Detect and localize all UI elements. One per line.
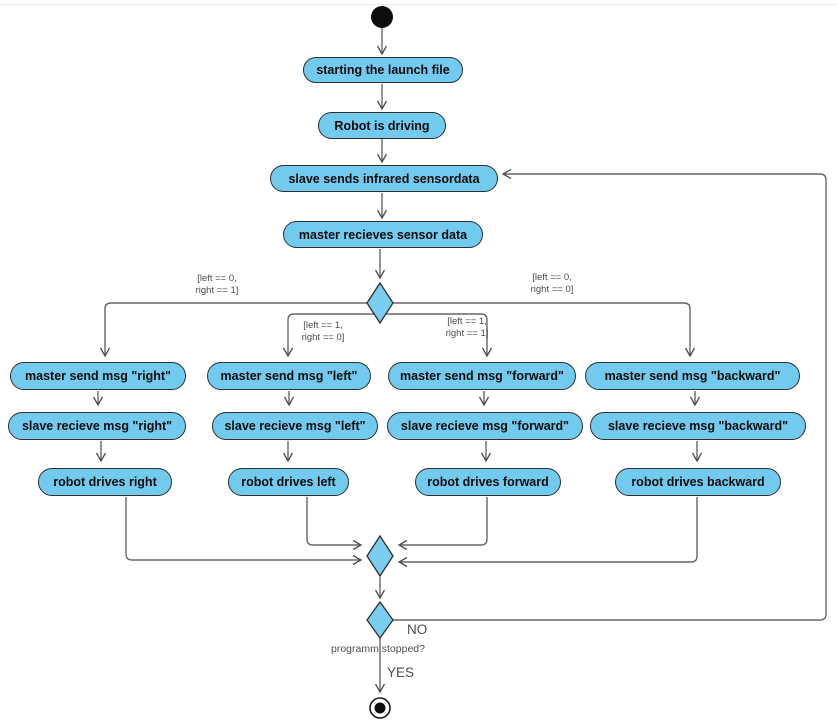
- activity-slave-sends-sensordata: slave sends infrared sensordata: [270, 165, 498, 192]
- activity-label: robot drives right: [53, 475, 157, 489]
- activity-slave-recieve-forward: slave recieve msg "forward": [387, 412, 583, 440]
- activity-robot-drives-backward: robot drives backward: [615, 468, 781, 496]
- activity-master-send-backward: master send msg "backward": [585, 362, 800, 390]
- activity-label: starting the launch file: [316, 63, 450, 77]
- activity-slave-recieve-right: slave recieve msg "right": [8, 412, 186, 440]
- activity-master-send-forward: master send msg "forward": [388, 362, 576, 390]
- guard-label-forward: [left == 1, right == 1]: [445, 316, 489, 340]
- final-node-core: [374, 702, 386, 714]
- edge-branch-left: [282, 313, 375, 358]
- guard-label-right: [left == 0, right == 1]: [195, 273, 239, 297]
- activity-starting-launch-file: starting the launch file: [303, 57, 463, 83]
- edge-branch-forward: [385, 313, 493, 358]
- guard-label-backward: [left == 0, right == 0]: [530, 272, 574, 296]
- activity-label: robot drives left: [241, 475, 336, 489]
- activity-label: master recieves sensor data: [298, 227, 468, 242]
- activity-master-receives-sensor-data: master recieves sensor data: [283, 221, 483, 248]
- activity-label: master send msg "left": [220, 369, 358, 383]
- activity-label: slave recieve msg "backward": [607, 419, 789, 433]
- activity-label: master send msg "backward": [604, 369, 781, 383]
- activity-label: Robot is driving: [334, 118, 430, 133]
- activity-slave-recieve-left: slave recieve msg "left": [212, 412, 378, 440]
- activity-label: master send msg "forward": [400, 369, 564, 383]
- merge-diamond: [366, 534, 394, 578]
- decision-diamond-sensor: [366, 281, 394, 325]
- activity-label: slave recieve msg "forward": [400, 419, 570, 433]
- edge-right-to-merge: [125, 497, 363, 566]
- activity-robot-drives-left: robot drives left: [228, 468, 349, 496]
- activity-robot-drives-right: robot drives right: [38, 468, 172, 496]
- edge-no-loop: [393, 168, 827, 621]
- initial-node: [371, 6, 393, 28]
- no-label: NO: [407, 622, 428, 637]
- activity-label: slave recieve msg "left": [224, 419, 366, 433]
- activity-master-send-left: master send msg "left": [207, 362, 371, 390]
- activity-label: robot drives forward: [427, 475, 549, 489]
- activity-label: robot drives backward: [631, 475, 765, 489]
- activity-label: slave recieve msg "right": [21, 419, 173, 433]
- activity-master-send-right: master send msg "right": [10, 362, 186, 390]
- activity-robot-is-driving: Robot is driving: [318, 112, 446, 139]
- decision-question-label: programm stopped?: [331, 643, 425, 655]
- edge-left-to-merge: [306, 497, 363, 551]
- yes-label: YES: [387, 665, 415, 680]
- activity-label: master send msg "right": [25, 369, 171, 383]
- activity-label: slave sends infrared sensordata: [288, 171, 480, 186]
- decision-diamond-stop: [366, 600, 394, 640]
- activity-robot-drives-forward: robot drives forward: [415, 468, 561, 496]
- edge-forward-to-merge: [397, 497, 488, 551]
- guard-label-left: [left == 1, right == 0]: [301, 320, 345, 344]
- top-divider: [0, 4, 837, 5]
- edge-backward-to-merge: [397, 497, 698, 568]
- edge-branch-right: [99, 302, 367, 358]
- activity-slave-recieve-backward: slave recieve msg "backward": [590, 412, 806, 440]
- edge-branch-backward: [393, 302, 696, 358]
